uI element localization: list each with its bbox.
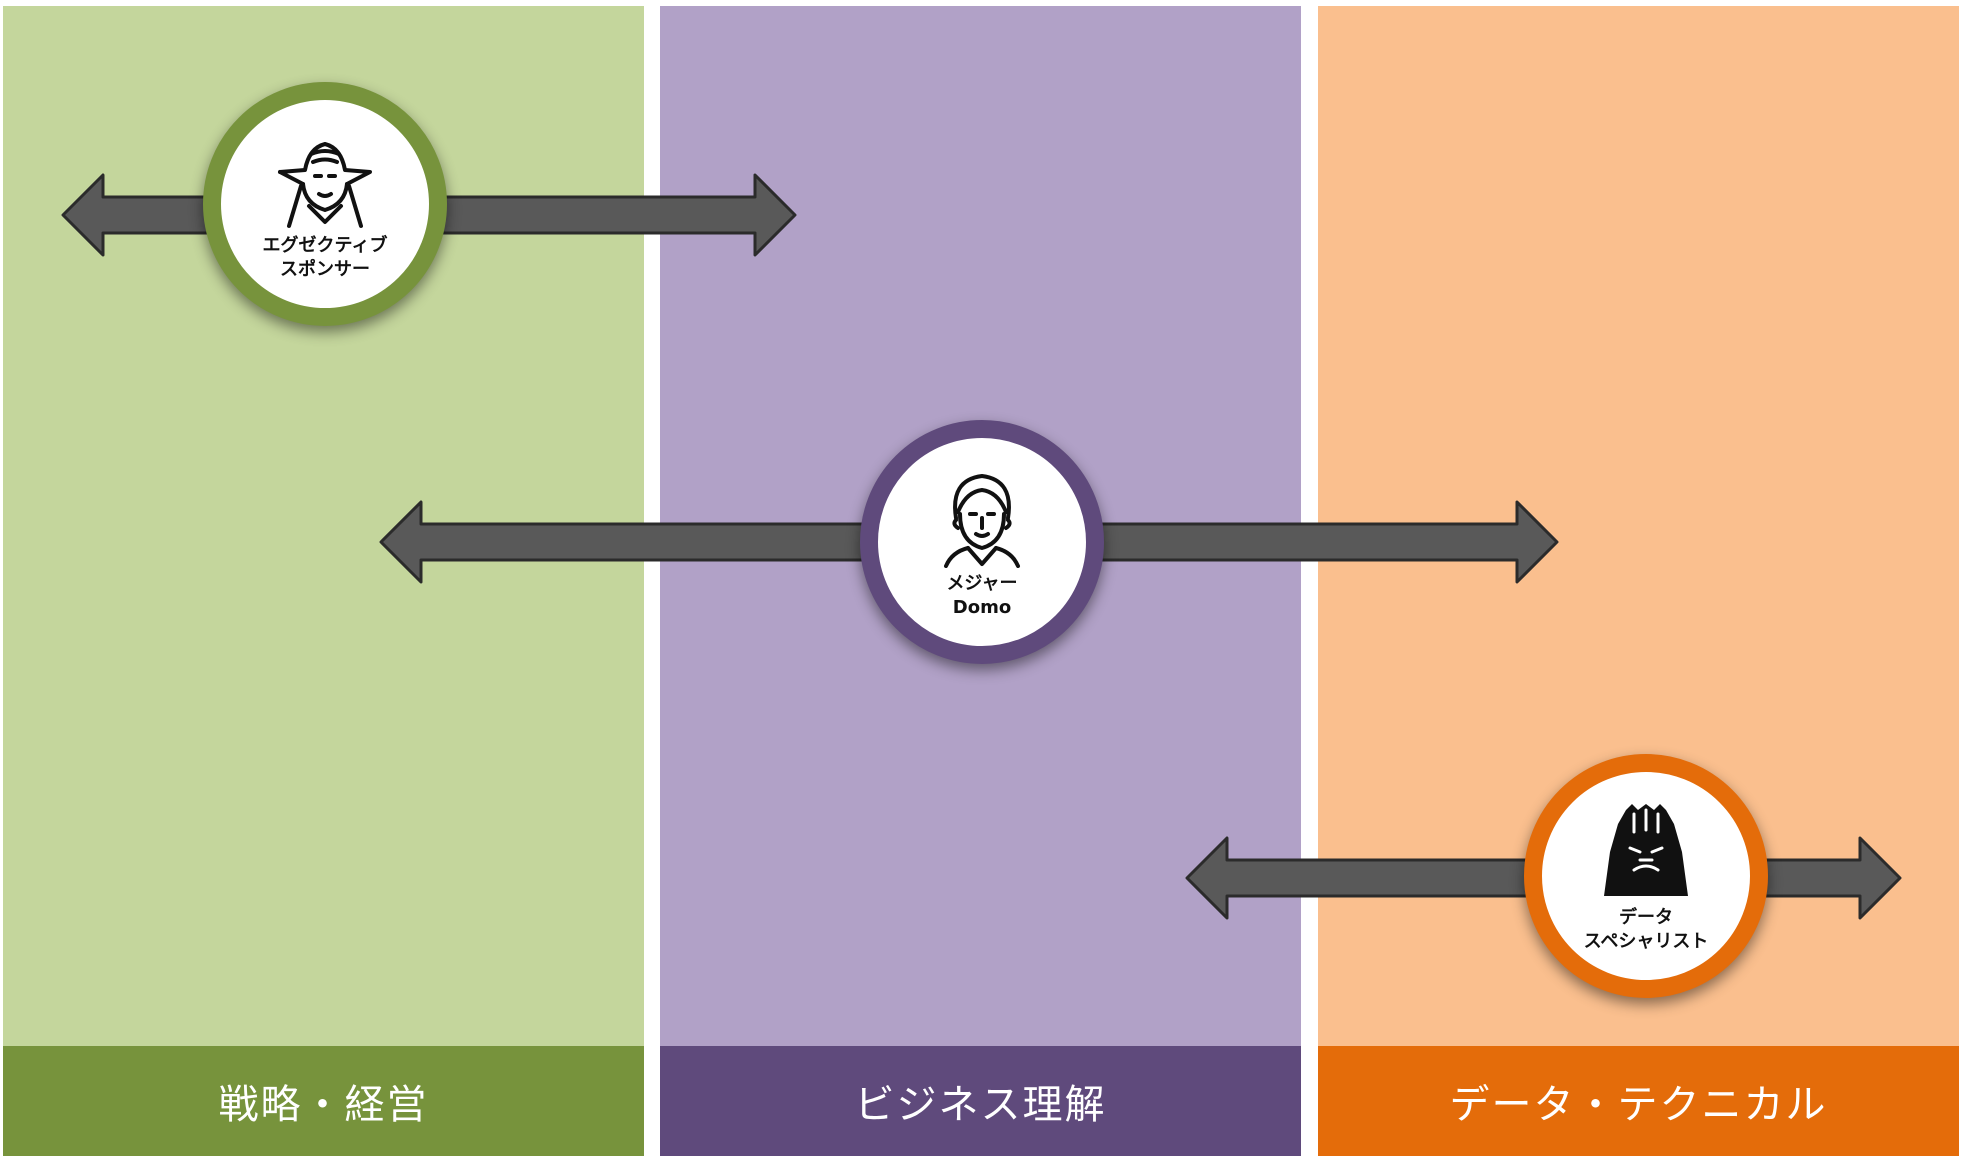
role-label-data-specialist: データ スペシャリスト	[1584, 906, 1709, 954]
role-label-major-domo: メジャー Domo	[946, 572, 1017, 620]
role-label-line1: メジャー	[946, 573, 1018, 594]
role-major-domo: メジャー Domo	[860, 420, 1104, 664]
column-label-strategy: 戦略・経営	[3, 1046, 644, 1156]
column-label-business: ビジネス理解	[660, 1046, 1301, 1156]
role-label-line1: データ	[1619, 907, 1673, 928]
yoda-face-icon	[278, 142, 372, 228]
role-executive-sponsor: エグゼクティブ スポンサー	[203, 82, 447, 326]
luke-face-icon	[944, 474, 1020, 568]
column-label-data-technical: データ・テクニカル	[1318, 1046, 1959, 1156]
role-label-line2: スポンサー	[279, 259, 370, 280]
chewbacca-face-icon	[1604, 804, 1688, 896]
role-label-executive-sponsor: エグゼクティブ スポンサー	[263, 234, 388, 282]
role-label-line1: エグゼクティブ	[262, 235, 388, 256]
role-label-line2: スペシャリスト	[1583, 931, 1709, 952]
role-data-specialist: データ スペシャリスト	[1524, 754, 1768, 998]
role-label-line2: Domo	[952, 597, 1012, 618]
